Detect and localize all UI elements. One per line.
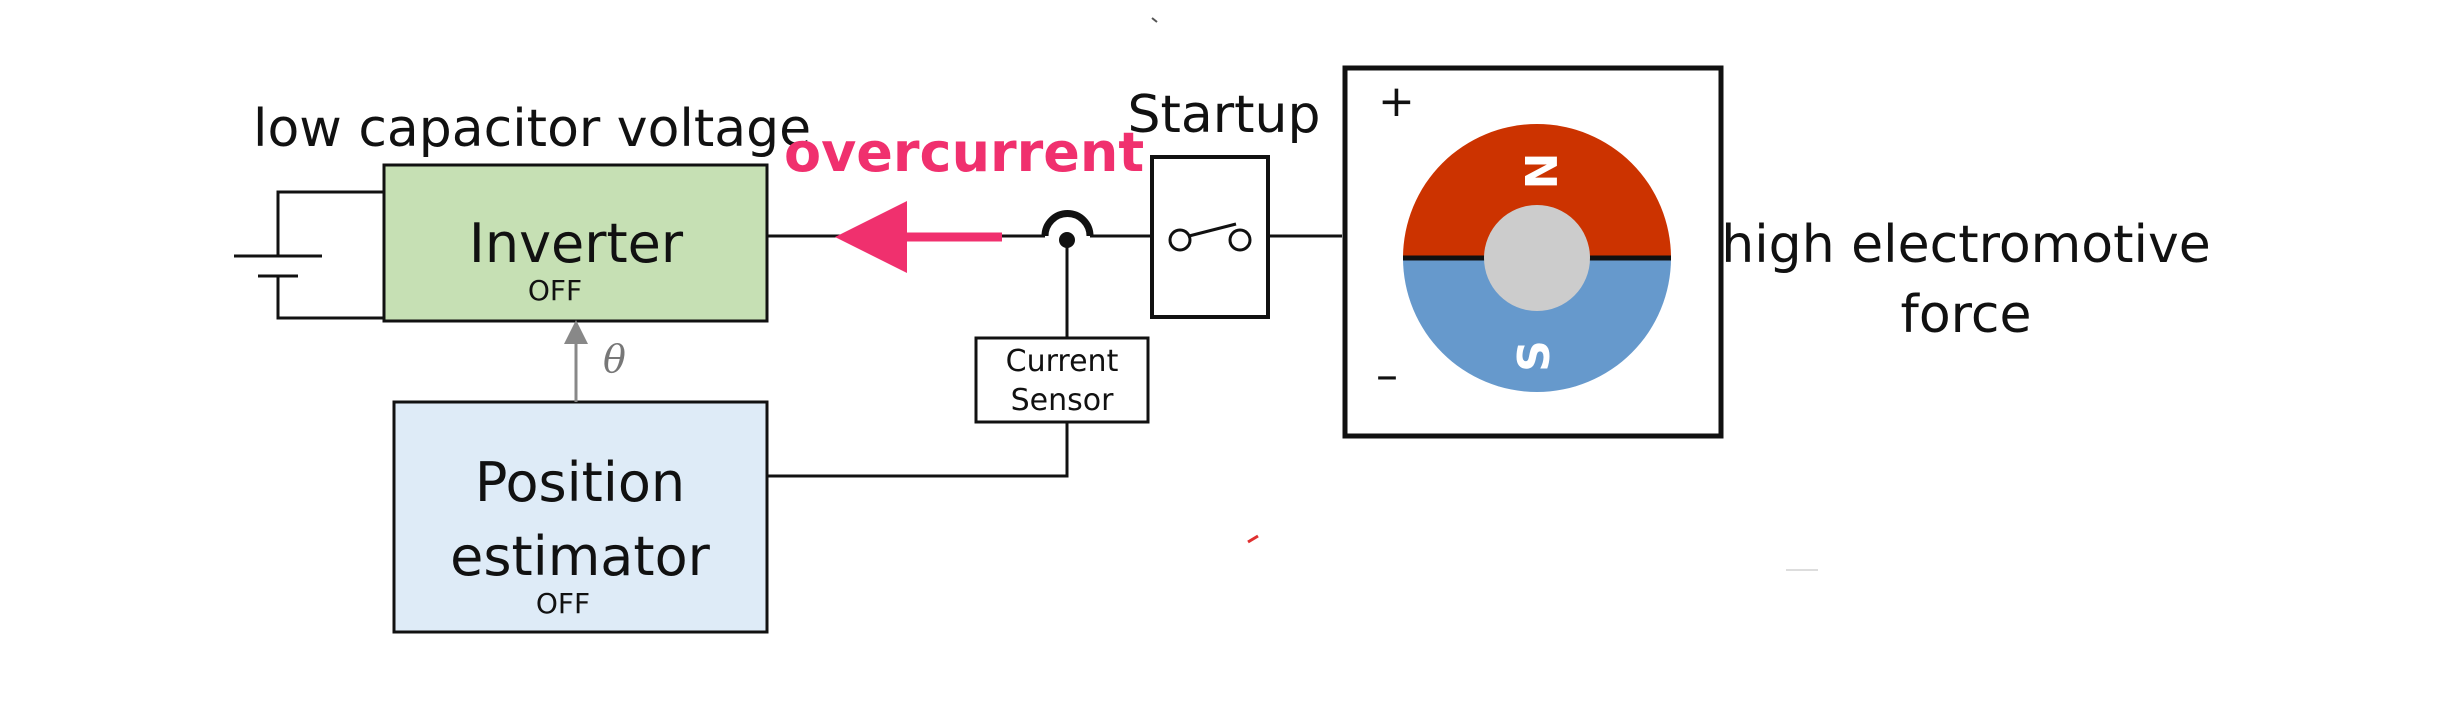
stray-mark-top bbox=[1151, 17, 1158, 23]
high-emf-line1: high electromotive bbox=[1721, 215, 2210, 275]
rotor-magnet: N S bbox=[1403, 124, 1671, 392]
theta-label: θ bbox=[603, 337, 626, 381]
stray-mark-red bbox=[1247, 534, 1259, 544]
estimator-title-line2: estimator bbox=[450, 525, 710, 588]
capacitor-symbol bbox=[234, 190, 384, 320]
low-capacitor-voltage-label: low capacitor voltage bbox=[253, 99, 811, 159]
inverter-state: OFF bbox=[528, 274, 582, 307]
current-sensor-line2: Sensor bbox=[1011, 383, 1114, 418]
sensor-to-estimator-wire bbox=[767, 422, 1069, 478]
estimator-state: OFF bbox=[536, 587, 590, 620]
current-sensor-line1: Current bbox=[1006, 344, 1119, 379]
estimator-title-line1: Position bbox=[475, 451, 685, 514]
position-estimator-box bbox=[392, 400, 769, 634]
startup-label: Startup bbox=[1128, 85, 1321, 145]
current-sensor-tap bbox=[1041, 210, 1094, 338]
inverter-box bbox=[382, 163, 769, 323]
south-pole-label: S bbox=[1509, 340, 1560, 372]
inverter-title: Inverter bbox=[469, 212, 684, 275]
current-sensor-box bbox=[974, 336, 1150, 424]
minus-label: – bbox=[1376, 350, 1398, 401]
overcurrent-label: overcurrent bbox=[784, 121, 1144, 184]
north-pole-label: N bbox=[1514, 153, 1565, 190]
plus-label: + bbox=[1378, 76, 1415, 127]
high-emf-line2: force bbox=[1901, 285, 2032, 345]
switch-icon bbox=[1168, 222, 1252, 252]
